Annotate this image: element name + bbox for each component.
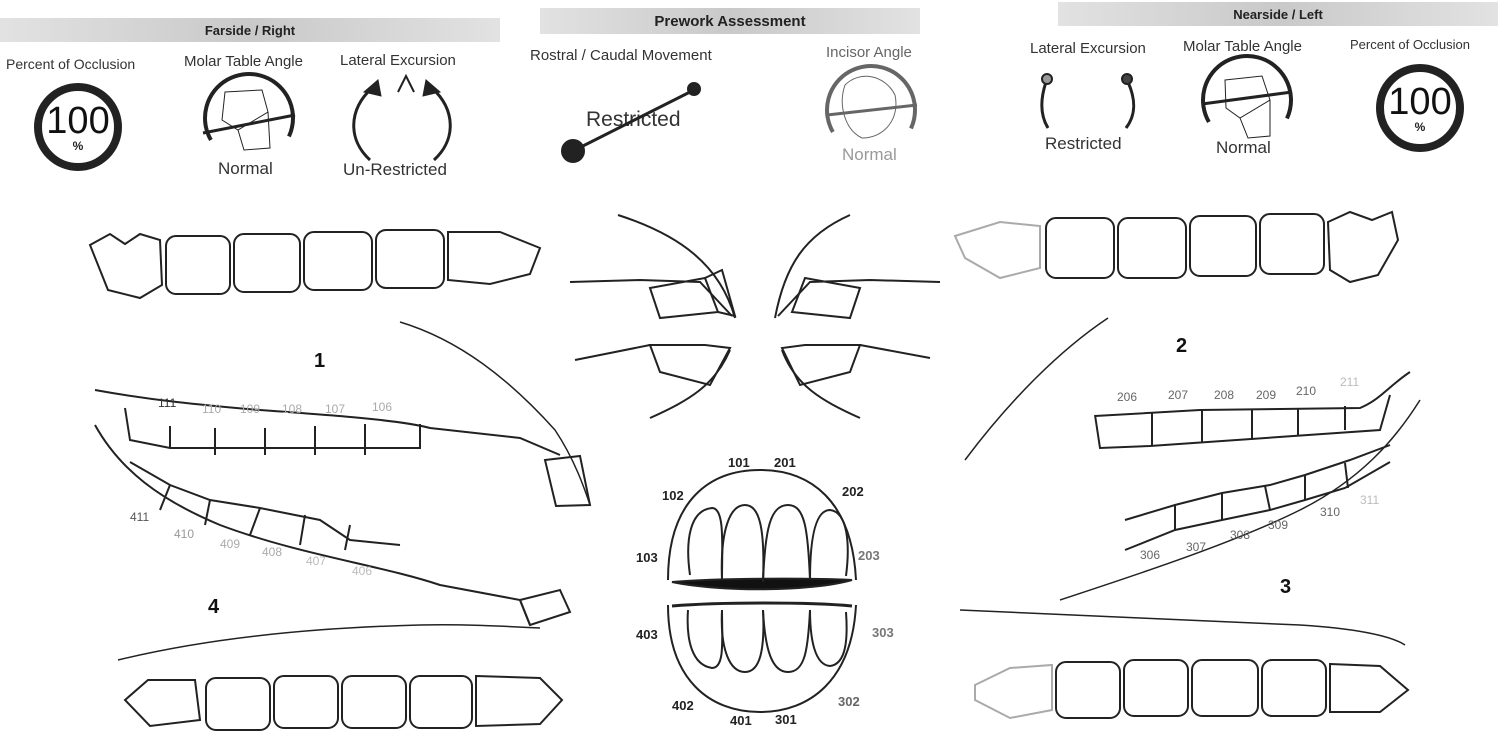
q3-lower-jaw-sketch	[960, 400, 1420, 645]
tooth-208: 208	[1214, 388, 1234, 402]
tooth-402: 402	[672, 698, 694, 713]
tooth-409: 409	[220, 537, 240, 551]
incisor-angle-icon	[811, 50, 931, 170]
tooth-209: 209	[1256, 388, 1276, 402]
tooth-203: 203	[858, 548, 880, 563]
tooth-411: 411	[130, 510, 149, 524]
tooth-206: 206	[1117, 390, 1137, 404]
quadrant-2-label: 2	[1176, 335, 1187, 358]
tooth-410: 410	[174, 527, 194, 541]
q3-occlusal-row	[975, 660, 1408, 718]
tooth-301: 301	[775, 712, 797, 727]
tooth-101: 101	[728, 455, 750, 470]
tooth-111: 111	[158, 396, 176, 410]
tooth-403: 403	[636, 627, 658, 642]
tooth-310: 310	[1320, 505, 1340, 519]
tooth-401: 401	[730, 713, 752, 728]
tooth-406: 406	[352, 564, 372, 578]
quadrant-4-label: 4	[208, 596, 219, 619]
tooth-108: 108	[282, 402, 302, 416]
nearside-excursion-icon	[1042, 74, 1134, 128]
q4-occlusal-row	[125, 676, 562, 730]
tooth-306: 306	[1140, 548, 1160, 562]
tooth-102: 102	[662, 488, 684, 503]
q4-lower-jaw-sketch	[95, 425, 570, 660]
tooth-107: 107	[325, 402, 345, 416]
tooth-311: 311	[1360, 493, 1379, 507]
quadrant-3-label: 3	[1280, 576, 1291, 599]
tooth-110: 110	[202, 402, 221, 416]
frontal-incisor-view	[668, 470, 856, 712]
tooth-211: 211	[1340, 375, 1359, 389]
tooth-308: 308	[1230, 528, 1250, 542]
tooth-207: 207	[1168, 388, 1188, 402]
farside-excursion-arrows-icon	[354, 76, 451, 160]
tooth-201: 201	[774, 455, 796, 470]
farside-molar-angle-icon	[189, 58, 309, 178]
tooth-407: 407	[306, 554, 326, 568]
incisor-profile-sketch	[570, 215, 940, 418]
tooth-109: 109	[240, 402, 260, 416]
q2-occlusal-row	[955, 212, 1398, 282]
tooth-202: 202	[842, 484, 864, 499]
tooth-106: 106	[372, 400, 392, 414]
nearside-molar-angle-icon	[1187, 40, 1307, 160]
tooth-210: 210	[1296, 384, 1316, 398]
tooth-408: 408	[262, 545, 282, 559]
quadrant-1-label: 1	[314, 350, 325, 373]
tooth-103: 103	[636, 550, 658, 565]
q1-occlusal-row	[90, 230, 540, 298]
tooth-309: 309	[1268, 518, 1288, 532]
tooth-307: 307	[1186, 540, 1206, 554]
tooth-303: 303	[872, 625, 894, 640]
tooth-302: 302	[838, 694, 860, 709]
rostral-caudal-slider-icon	[562, 83, 700, 162]
